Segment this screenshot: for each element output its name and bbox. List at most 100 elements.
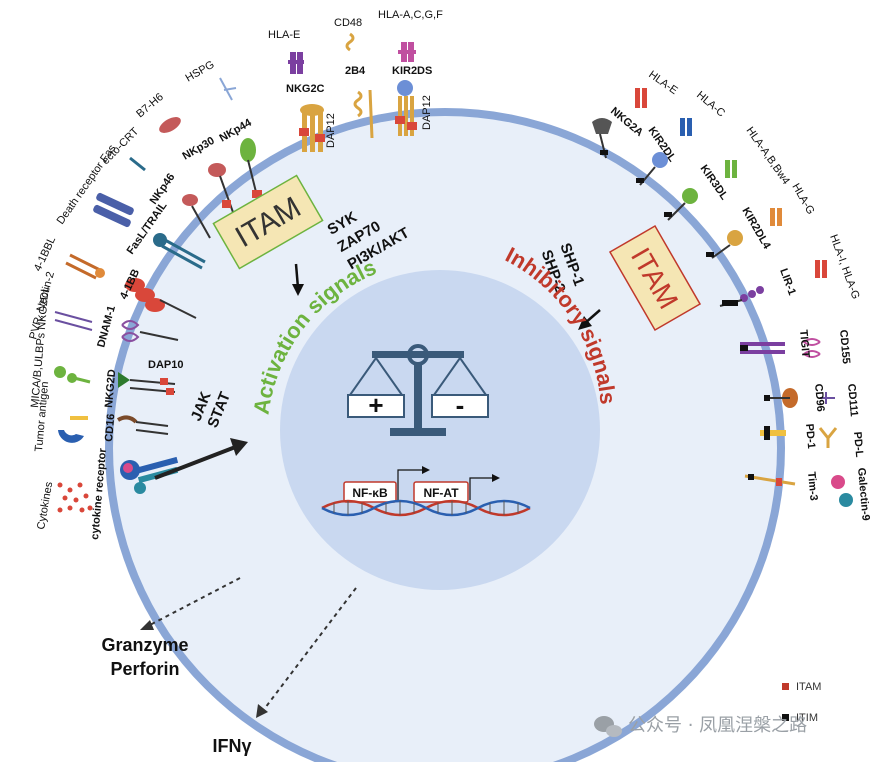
dnam1-receptor bbox=[121, 320, 179, 342]
hla-e-ligand-left bbox=[288, 52, 304, 74]
nfat-label: NF-AT bbox=[423, 486, 459, 500]
pdl-ligand bbox=[818, 427, 838, 448]
label-nkp30: NKp30 bbox=[181, 135, 217, 163]
galectin9-ligand bbox=[831, 475, 853, 507]
label-kir2ds: KIR2DS bbox=[392, 65, 432, 77]
tigit-receptor bbox=[740, 342, 785, 354]
b7h6-ligand bbox=[159, 117, 181, 133]
label-hla-e-right: HLA-E bbox=[646, 69, 679, 97]
nfkb-label: NF-κB bbox=[352, 486, 388, 500]
legend-itim-label: ITIM bbox=[796, 712, 818, 724]
nfkb-box bbox=[343, 481, 397, 503]
cd16-receptor bbox=[116, 415, 169, 435]
nkg2c-receptor bbox=[299, 104, 325, 152]
label-cytokines: Cytokines bbox=[35, 480, 55, 530]
label-nkp46: NKp46 bbox=[148, 171, 178, 206]
arrow-granzyme-head bbox=[140, 620, 154, 630]
watermark-text: 公众号 · 凤凰涅槃之路 bbox=[628, 715, 807, 736]
nkp30-receptor bbox=[208, 163, 235, 216]
4-1bb-receptor bbox=[125, 278, 197, 319]
label-cd155: CD155 bbox=[837, 329, 852, 364]
perforin-label: Perforin bbox=[110, 659, 179, 679]
wechat-icon bbox=[594, 716, 622, 737]
label-cd111: CD111 bbox=[845, 383, 860, 417]
ifn-gamma-label: IFNγ bbox=[212, 736, 251, 756]
promoter-arrow-2-head bbox=[492, 474, 500, 482]
hla-g-ligand bbox=[770, 208, 782, 226]
arrow-ifn bbox=[261, 587, 357, 713]
4-1bbl-ligand bbox=[65, 253, 105, 280]
label-dnam1: DNAM-1 bbox=[95, 304, 118, 348]
hla-abbw4-ligand bbox=[725, 160, 737, 178]
kir3dl-receptor bbox=[664, 188, 698, 221]
arrow-inhibitory-head bbox=[578, 316, 592, 330]
mica-ligand bbox=[54, 366, 91, 384]
hla-e-ligand-right bbox=[635, 88, 647, 108]
label-4-1bbl: 4-1BBL bbox=[32, 235, 58, 273]
nkg2a-receptor bbox=[592, 118, 612, 159]
label-hla-acgf: HLA-A,C,G,F bbox=[378, 9, 443, 21]
pd1-receptor bbox=[760, 426, 786, 440]
legend-itam-label: ITAM bbox=[796, 681, 821, 693]
hspg-ligand bbox=[219, 77, 237, 101]
legend: ITAM ITIM bbox=[782, 681, 821, 724]
nkp44-receptor bbox=[240, 138, 262, 201]
promoter-arrow-2 bbox=[469, 477, 494, 500]
granzyme-label: Granzyme bbox=[101, 635, 188, 655]
dna-helix bbox=[321, 499, 531, 517]
arrow-activation-head bbox=[292, 284, 304, 296]
label-kir2dl4: KIR2DL4 bbox=[739, 206, 773, 252]
label-cd96: CD96 bbox=[812, 383, 826, 412]
kir2ds-receptor bbox=[395, 80, 417, 136]
label-hspg: HSPG bbox=[184, 59, 217, 85]
label-tim3: Tim-3 bbox=[805, 471, 819, 501]
hla-i-g-ligand bbox=[815, 260, 827, 278]
label-2b4: 2B4 bbox=[345, 65, 366, 77]
minus-sign: - bbox=[456, 390, 465, 420]
watermark: 公众号 · 凤凰涅槃之路 bbox=[594, 715, 807, 737]
arrow-granzyme bbox=[147, 577, 241, 627]
label-pd1: PD-1 bbox=[803, 423, 817, 449]
label-dap10: DAP10 bbox=[148, 359, 183, 371]
label-cytokine-receptor: cytokine receptor bbox=[89, 447, 109, 540]
label-cd16: CD16 bbox=[103, 413, 117, 442]
cd96-receptor bbox=[764, 388, 798, 408]
tumor-antigen-ligand bbox=[58, 416, 88, 443]
promoter-arrow-1 bbox=[397, 469, 424, 500]
label-dap12-right: DAP12 bbox=[421, 95, 433, 130]
tim3-receptor bbox=[744, 474, 796, 486]
label-hla-e-left: HLA-E bbox=[268, 29, 300, 41]
label-tigit: TIGIT bbox=[797, 329, 811, 358]
arrow-ifn-head bbox=[256, 704, 268, 718]
itam-box-inhibitory bbox=[608, 225, 702, 331]
itam-box-activation bbox=[212, 174, 324, 270]
plus-sign: + bbox=[368, 390, 383, 420]
pvr-ligand bbox=[54, 311, 93, 331]
label-dap12-left: DAP12 bbox=[325, 113, 337, 148]
fasl-trail-receptor bbox=[153, 233, 206, 270]
legend-itam-swatch bbox=[782, 683, 789, 690]
cd155-ligand bbox=[802, 338, 821, 358]
nkg2d-receptor bbox=[118, 372, 176, 395]
cd111-ligand bbox=[820, 392, 835, 404]
hla-acgf-ligand bbox=[398, 42, 416, 62]
label-nkg2c: NKG2C bbox=[286, 83, 325, 95]
label-cd48: CD48 bbox=[334, 17, 362, 29]
kir2dl-receptor bbox=[636, 152, 668, 186]
cytokines bbox=[57, 482, 93, 513]
label-hla-g: HLA-G bbox=[789, 182, 816, 217]
label-nkg2d: NKG2D bbox=[103, 369, 118, 408]
ecto-crt-ligand bbox=[129, 156, 146, 172]
lir1-receptor bbox=[719, 286, 764, 307]
label-pdl: PD-L bbox=[851, 431, 865, 458]
fas-ligand bbox=[93, 192, 134, 228]
label-nkg2a: NKG2A bbox=[608, 105, 645, 139]
kir2dl4-receptor bbox=[706, 230, 743, 259]
label-b7h6: B7-H6 bbox=[134, 91, 166, 120]
promoter-arrow-1-head bbox=[422, 466, 430, 474]
legend-itim-swatch bbox=[782, 714, 789, 721]
balance-scale-icon bbox=[347, 344, 489, 436]
arrow-jak-stat bbox=[154, 444, 239, 480]
